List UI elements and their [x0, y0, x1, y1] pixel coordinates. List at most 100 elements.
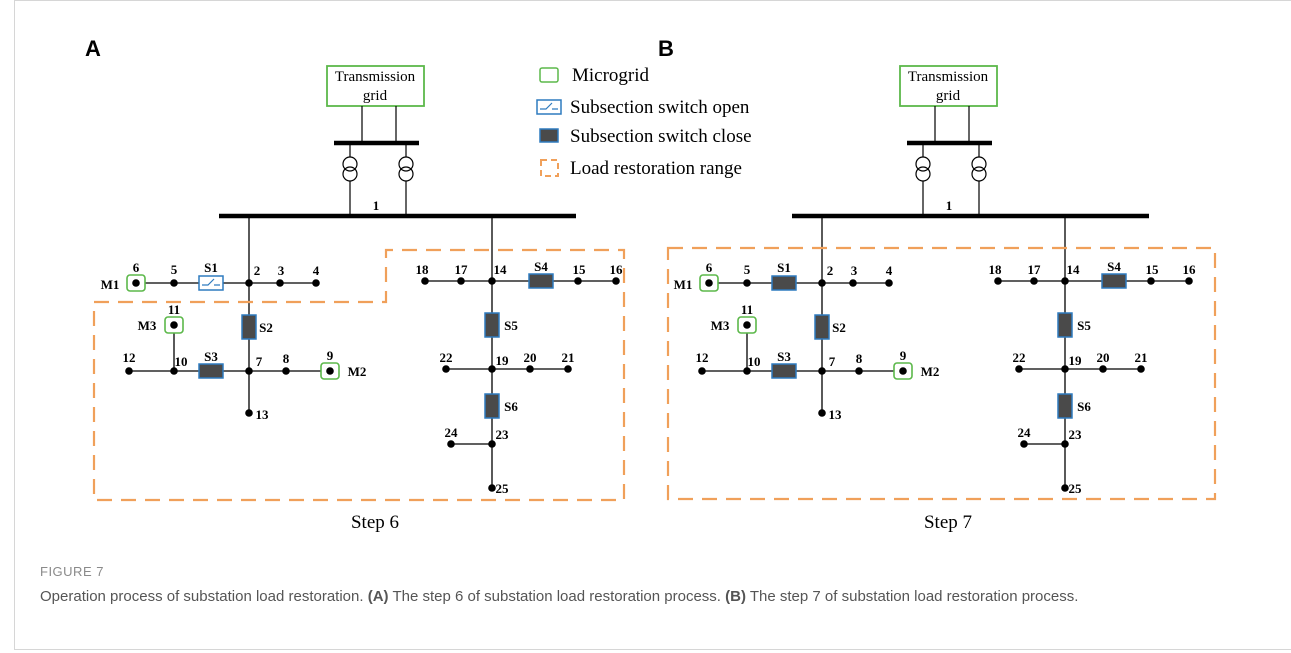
figure-frame [14, 0, 1291, 650]
legend-microgrid-swatch [539, 67, 559, 83]
transformer-winding-upper [342, 156, 358, 172]
bus-label-19: 19 [496, 353, 510, 368]
bus-label-14: 14 [494, 262, 508, 277]
bus-node-15 [1147, 277, 1155, 285]
transmission-grid-box [326, 65, 425, 107]
microgrid-node [743, 321, 751, 329]
switch-s4-closed [528, 273, 554, 289]
switch-s5-closed [1057, 312, 1073, 338]
bus-label-4: 4 [886, 263, 893, 278]
microgrid-node [899, 367, 907, 375]
switch-s2-closed [241, 314, 257, 340]
transformer-winding-lower [915, 166, 931, 182]
transformer-winding-lower [342, 166, 358, 182]
microgrid-node [132, 279, 140, 287]
bus-node-20 [526, 365, 534, 373]
bus-node-12 [125, 367, 133, 375]
bus-label-19: 19 [1069, 353, 1083, 368]
bus-label-13: 13 [256, 407, 270, 422]
bus-node-16 [1185, 277, 1193, 285]
figure-caption: FIGURE 7 Operation process of substation… [40, 564, 1270, 609]
bus-label-15: 15 [1146, 262, 1160, 277]
caption-a-text: The step 6 of substation load restoratio… [392, 588, 721, 605]
switch-label-s2: S2 [259, 320, 273, 335]
microgrid-label-m1: M1 [101, 277, 120, 292]
bus-label-2: 2 [827, 263, 834, 278]
bus-label-5: 5 [171, 262, 178, 277]
transformer-right [971, 156, 987, 182]
bus-label-17: 17 [1028, 262, 1042, 277]
bus-label-13: 13 [829, 407, 843, 422]
transformer-winding-upper [398, 156, 414, 172]
bus-label-11: 11 [741, 302, 753, 317]
switch-label-s1: S1 [777, 260, 791, 275]
transmission-grid-text-line1: Transmission [908, 69, 989, 85]
bus-label-21: 21 [1135, 350, 1148, 365]
bus-label-25: 25 [496, 481, 510, 496]
bus-node-21 [1137, 365, 1145, 373]
bus-label-3: 3 [851, 263, 858, 278]
bus-node-5 [170, 279, 178, 287]
microgrid-label-m2: M2 [921, 364, 940, 379]
switch-label-s5: S5 [1077, 318, 1091, 333]
caption-b-text: The step 7 of substation load restoratio… [749, 588, 1079, 605]
bus-node-17 [1030, 277, 1038, 285]
bus-label-3: 3 [278, 263, 285, 278]
switch-label-s4: S4 [534, 259, 548, 274]
bus-node-20 [1099, 365, 1107, 373]
switch-s6-closed [1057, 393, 1073, 419]
bus-label-25: 25 [1069, 481, 1083, 496]
bus-label-7: 7 [829, 354, 836, 369]
switch-s3-closed [771, 363, 797, 379]
legend-switch-close-text: Subsection switch close [570, 126, 752, 147]
bus-node-8 [282, 367, 290, 375]
bus-label-12: 12 [696, 350, 709, 365]
transmission-grid-text-line1: Transmission [335, 69, 416, 85]
microgrid-label-m2: M2 [348, 364, 367, 379]
bus-label-10: 10 [748, 354, 761, 369]
bus-label-8: 8 [856, 351, 863, 366]
switch-open-glyph [540, 102, 558, 110]
bus-node-15 [574, 277, 582, 285]
bus-label-1: 1 [946, 198, 953, 213]
bus-label-9: 9 [900, 348, 907, 363]
bus-label-2: 2 [254, 263, 261, 278]
bus-label-24: 24 [445, 425, 459, 440]
microgrid-label-m3: M3 [711, 318, 730, 333]
bus-label-23: 23 [1069, 427, 1083, 442]
bus-label-1: 1 [373, 198, 380, 213]
bus-label-14: 14 [1067, 262, 1081, 277]
microgrid-label-m3: M3 [138, 318, 157, 333]
switch-s2-closed [814, 314, 830, 340]
transformer-winding-upper [971, 156, 987, 172]
switch-s3-closed [198, 363, 224, 379]
switch-s6-closed [484, 393, 500, 419]
bus-label-16: 16 [610, 262, 624, 277]
bus-label-9: 9 [327, 348, 334, 363]
figure-label: FIGURE 7 [40, 564, 104, 579]
bus-label-24: 24 [1018, 425, 1032, 440]
bus-label-5: 5 [744, 262, 751, 277]
bus-label-15: 15 [573, 262, 587, 277]
transmission-grid-text-line2: grid [936, 88, 961, 104]
bus-node-18 [994, 277, 1002, 285]
microgrid-label-m1: M1 [674, 277, 693, 292]
legend-restoration-text: Load restoration range [570, 158, 742, 179]
switch-open-glyph [202, 278, 220, 286]
switch-label-s4: S4 [1107, 259, 1121, 274]
bus-node-4 [312, 279, 320, 287]
bus-label-21: 21 [562, 350, 575, 365]
transformer-winding-lower [971, 166, 987, 182]
bus-node-24 [1020, 440, 1028, 448]
bus-label-12: 12 [123, 350, 136, 365]
legend-switch-open-text: Subsection switch open [570, 97, 750, 118]
caption-a-tag: (A) [367, 588, 389, 605]
bus-node-21 [564, 365, 572, 373]
bus-label-16: 16 [1183, 262, 1197, 277]
bus-node-22 [1015, 365, 1023, 373]
switch-s5-closed [484, 312, 500, 338]
bus-label-6: 6 [706, 260, 713, 275]
